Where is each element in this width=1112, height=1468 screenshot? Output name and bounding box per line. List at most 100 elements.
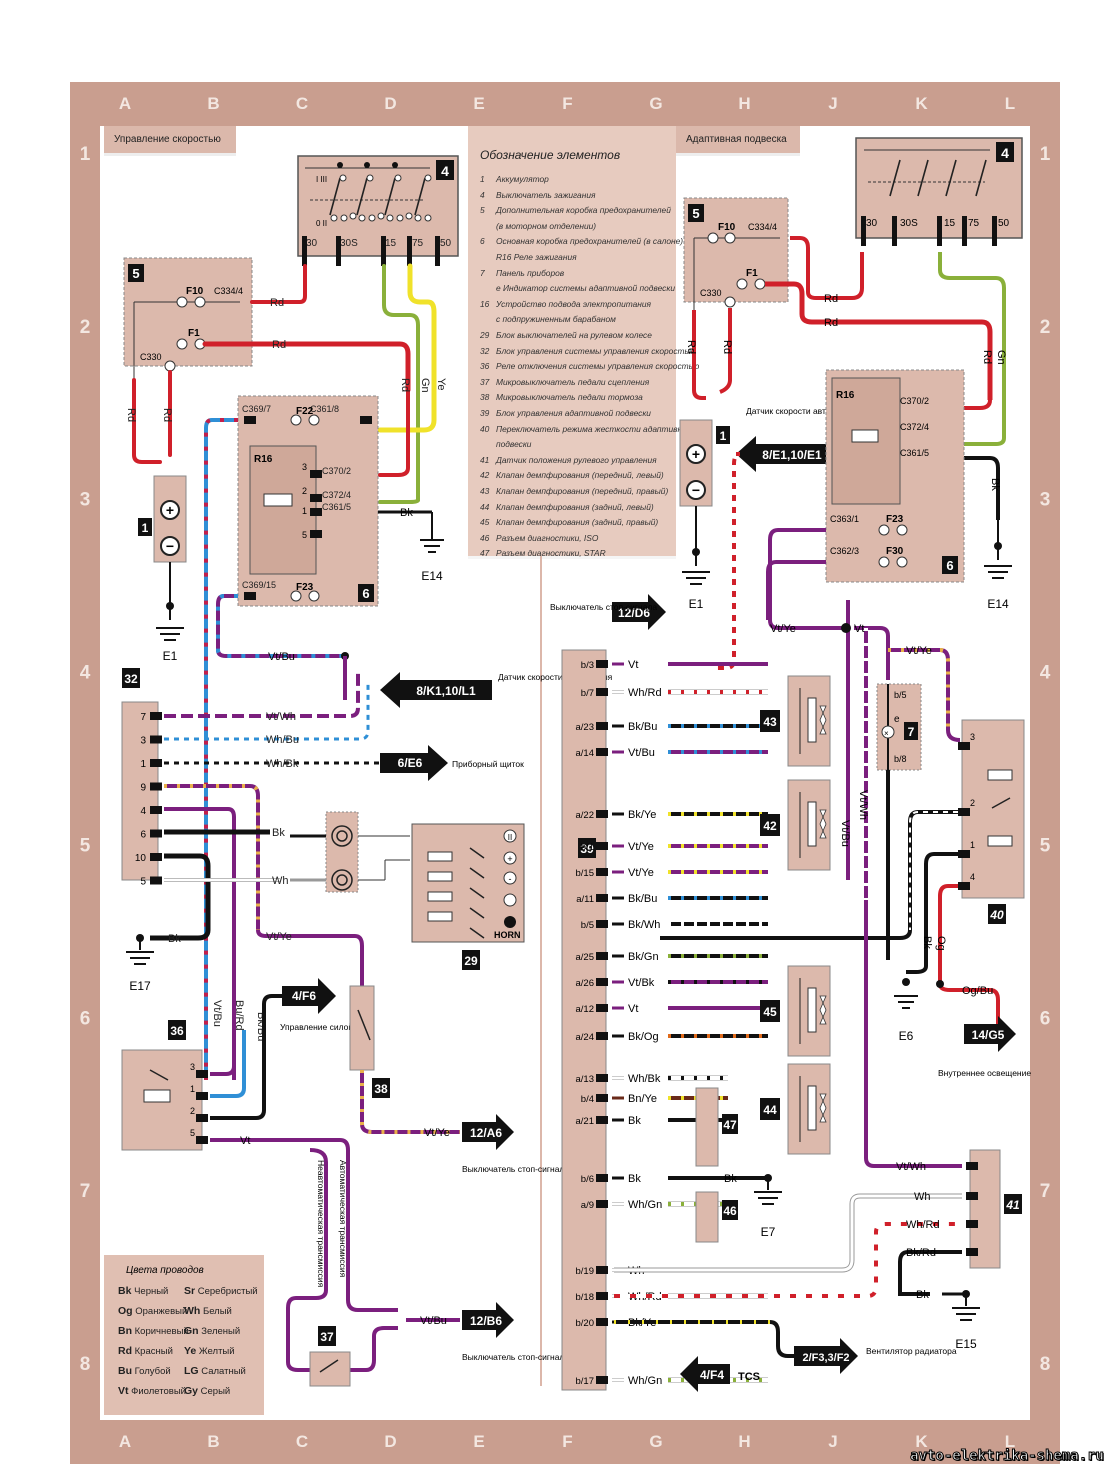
column-label-g: G — [649, 1432, 662, 1451]
svg-text:1: 1 — [970, 840, 975, 850]
svg-text:Bu/Rd: Bu/Rd — [233, 1000, 245, 1031]
pin-connector — [596, 748, 608, 756]
fuse-f10-left: F10 — [186, 286, 204, 297]
ref-arrow-12-b6[interactable]: 12/B6 — [462, 1302, 514, 1338]
legend-item-number: 1 — [480, 174, 485, 184]
relay-r16-left: R16 — [254, 454, 273, 465]
legend-item-text: Основная коробка предохранителей (в сало… — [496, 236, 684, 247]
ref-arrow-4-f4[interactable]: 4/F4 — [680, 1356, 730, 1392]
wire-label: Vt/Ye — [906, 645, 932, 657]
wire-color-bk: Bk Черный — [118, 1285, 169, 1297]
svg-text:Rd: Rd — [685, 340, 697, 354]
ref-arrow-8-k1[interactable]: 8/K1,10/L1 — [380, 672, 492, 708]
pin-label: 9 — [140, 783, 146, 794]
pin-label: a/14 — [576, 748, 595, 759]
pin-label: a/22 — [576, 810, 595, 821]
wire-label: Wh/Rd — [628, 687, 662, 699]
column-label-l: L — [1005, 94, 1015, 113]
wire-label: Ye — [435, 378, 447, 390]
fuse-box-5-left-id: 5 — [132, 266, 139, 281]
svg-text:40: 40 — [989, 908, 1004, 922]
row-label-8: 8 — [80, 1354, 91, 1375]
svg-text:-: - — [509, 874, 512, 884]
svg-text:6/E6: 6/E6 — [398, 756, 423, 770]
svg-text:Gn: Gn — [995, 350, 1007, 365]
legend-item-text: Разъем диагностики, ISO — [496, 532, 599, 543]
svg-text:C362/3: C362/3 — [830, 546, 859, 556]
right-section-title: Адаптивная подвеска — [676, 126, 800, 156]
wire-label: Bk — [628, 1173, 641, 1185]
ref-arrow-14-g5[interactable]: 14/G5 — [964, 1016, 1016, 1052]
legend-item-text: с подпружиненным барабаном — [496, 314, 616, 325]
horn-label: HORN — [494, 930, 521, 940]
ref-arrow-8-e1[interactable]: 8/E1,10/E1 — [736, 436, 832, 472]
wire-label: Vt/Bu — [628, 747, 655, 759]
ground-e1-left: E1 — [163, 649, 178, 663]
legend-item: R16 Реле зажигания — [480, 252, 577, 262]
fan-caption: Вентилятор радиатора — [866, 1346, 957, 1356]
wire-label: Gn — [419, 378, 431, 393]
fuse-box-5-left: 5 F10 F1 C334/4 C330 — [123, 257, 253, 380]
legend-item-text: Панель приборов — [496, 267, 565, 278]
column-label-b: B — [207, 1432, 219, 1451]
ref-arrow-6-e6[interactable]: 6/E6 — [380, 745, 448, 781]
pin-connector — [596, 1032, 608, 1040]
ground-e7: Bk E7 — [720, 1173, 782, 1239]
svg-text:4/F6: 4/F6 — [292, 989, 316, 1003]
svg-text:1: 1 — [190, 1084, 195, 1094]
wire-label: Vt — [628, 659, 638, 671]
ref-arrow-4-f6[interactable]: 4/F6 — [282, 978, 336, 1014]
legend-item-text: Микровыключатель педали сцепления — [496, 376, 650, 387]
svg-text:F10: F10 — [718, 222, 736, 233]
column-label-h: H — [738, 94, 750, 113]
legend-item-number: 7 — [480, 267, 485, 278]
ref-arrow-2-f3[interactable]: 2/F3,3/F2 — [794, 1338, 858, 1374]
frame-top — [70, 82, 1060, 126]
wire-label: Vt — [628, 1003, 638, 1015]
connector-c369-7: C369/7 — [242, 404, 271, 414]
row-label-8: 8 — [1040, 1354, 1051, 1375]
pin-connector — [596, 660, 608, 668]
terminal-30s-left: 30S — [340, 238, 358, 249]
pin-connector — [596, 842, 608, 850]
wire-label: Vt/Wh — [857, 790, 869, 820]
pin-connector — [596, 920, 608, 928]
pin-connector — [150, 876, 162, 885]
svg-text:8/K1,10/L1: 8/K1,10/L1 — [416, 684, 476, 698]
legend-item-number: 37 — [480, 376, 490, 387]
row-label-4: 4 — [80, 663, 91, 684]
pin-label: a/26 — [576, 978, 595, 989]
terminal-50-left: 50 — [440, 238, 452, 249]
fuse-f22: F22 — [296, 406, 314, 417]
legend-item-text: Блок выключателей на рулевом колесе — [496, 330, 652, 340]
wire-label: Bk/Rd — [906, 1247, 936, 1259]
wire-label: Wh — [914, 1191, 931, 1203]
row-label-5: 5 — [80, 835, 91, 856]
clock-spring-16: 16 — [290, 811, 410, 893]
instrument-panel-7: × b/5 b/8 e 7 — [876, 683, 922, 960]
pin-connector — [596, 1318, 608, 1326]
column-label-l: L — [1005, 1432, 1015, 1451]
svg-text:43: 43 — [763, 715, 777, 729]
ref-arrow-12-a6[interactable]: 12/A6 — [462, 1114, 514, 1150]
row-label-5: 5 — [1040, 835, 1051, 856]
legend-item-text: Разъем диагностики, STAR — [496, 548, 606, 559]
pin-label: a/23 — [576, 722, 595, 733]
wire-label: Rd — [125, 408, 137, 422]
column-label-d: D — [384, 1432, 396, 1451]
ref-arrow-12-d6[interactable]: Выключатель стоп-сигнала 12/D6 — [612, 594, 666, 630]
ground-e14-label: E14 — [421, 569, 443, 583]
svg-text:+: + — [692, 446, 700, 462]
terminal-75-left: 75 — [412, 238, 424, 249]
row-label-7: 7 — [1040, 1181, 1051, 1202]
connector-c334-4-left: C334/4 — [214, 286, 243, 296]
svg-text:Rd: Rd — [824, 293, 838, 305]
row-label-6: 6 — [80, 1008, 91, 1029]
